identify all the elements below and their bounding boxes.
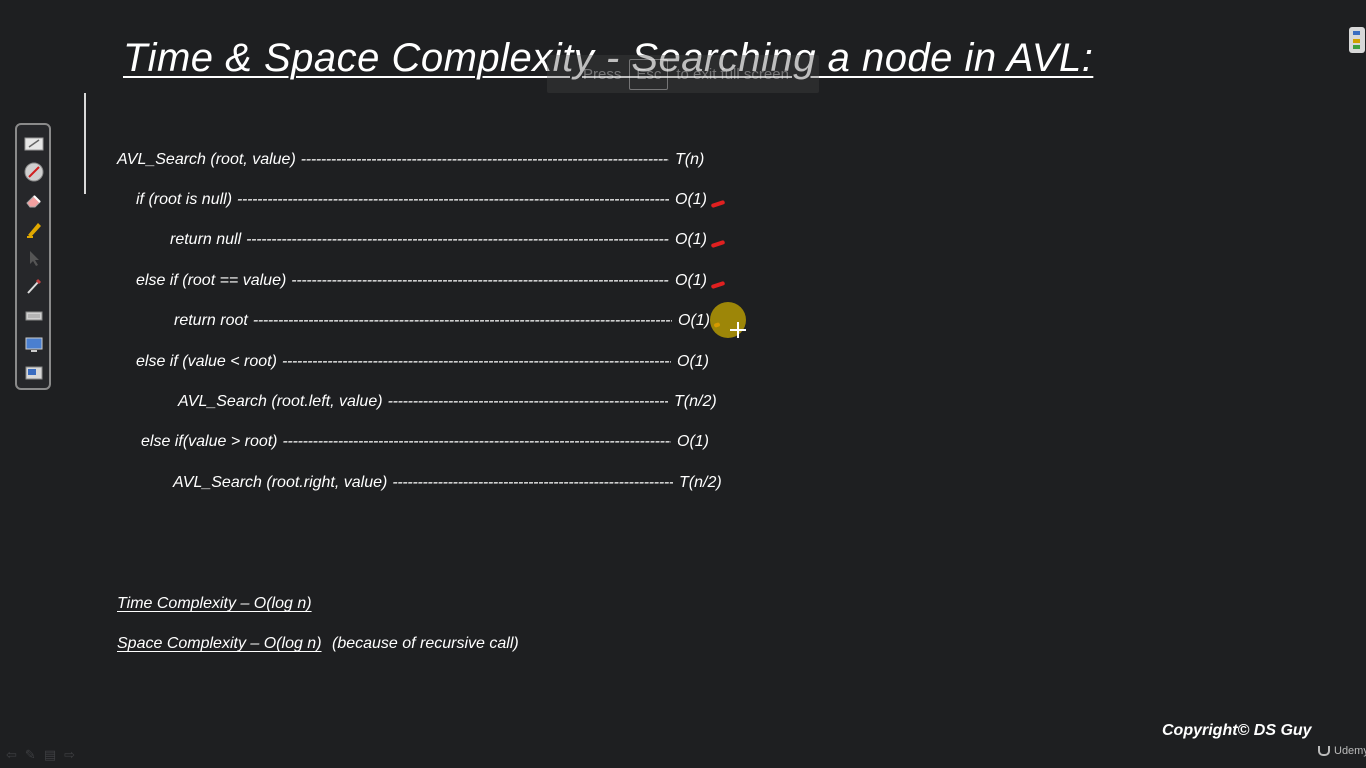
whiteboard-icon[interactable]: [23, 133, 45, 155]
pen-toolbar: [15, 123, 51, 390]
slide-title: Time & Space Complexity - Searching a no…: [123, 36, 1094, 80]
code-line: return null-----------------------------…: [170, 230, 669, 250]
space-complexity-text: Space Complexity – O(log n): [117, 635, 322, 652]
dash-leader: ----------------------------------------…: [291, 272, 669, 289]
complexity-label: O(1): [675, 191, 707, 208]
dash-leader: ----------------------------------------…: [387, 393, 668, 410]
code-line: return root-----------------------------…: [174, 311, 672, 331]
complexity-label: O(1): [677, 353, 709, 370]
pen-icon[interactable]: [23, 275, 45, 297]
complexity-label: O(1): [675, 272, 707, 289]
code-text: return null: [170, 231, 242, 248]
complexity-label: T(n): [675, 151, 705, 168]
code-text: AVL_Search (root, value): [117, 151, 296, 168]
code-line: AVL_Search (root.right, value)----------…: [173, 473, 673, 493]
ink-tick-mark: [710, 199, 726, 209]
complexity-label: O(1): [677, 433, 709, 450]
corner-widget-icon[interactable]: [1349, 27, 1365, 53]
copyright-text: Copyright© DS Guy: [1162, 722, 1312, 739]
dash-leader: ----------------------------------------…: [252, 312, 672, 329]
code-text: return root: [174, 312, 248, 329]
code-line: else if (root == value)-----------------…: [136, 271, 669, 291]
eraser-icon[interactable]: [23, 189, 45, 211]
code-text: else if(value > root): [141, 433, 278, 450]
code-text: AVL_Search (root.left, value): [178, 393, 383, 410]
space-complexity-note: (because of recursive call): [331, 635, 519, 652]
space-complexity-line: Space Complexity – O(log n) (because of …: [117, 634, 519, 654]
slide-nav-controls: ⇦ ✎ ▤ ⇨: [6, 747, 75, 763]
complexity-label: T(n/2): [679, 474, 722, 491]
dash-leader: ----------------------------------------…: [281, 353, 671, 370]
code-text: else if (value < root): [136, 353, 277, 370]
laser-pointer-icon[interactable]: [23, 161, 45, 183]
previous-slide-icon[interactable]: ⇦: [6, 747, 17, 762]
code-line: else if(value > root)-------------------…: [141, 432, 671, 452]
esc-hint-press: Press: [583, 65, 622, 83]
dash-leader: ----------------------------------------…: [237, 191, 669, 208]
fullscreen-exit-hint: Press Esc to exit full screen: [547, 55, 819, 93]
code-text: else if (root == value): [136, 272, 287, 289]
code-line: if (root is null)-----------------------…: [136, 190, 669, 210]
ink-tick-mark: [710, 239, 726, 249]
slides-nav-icon[interactable]: ▤: [43, 747, 57, 762]
time-complexity-text: Time Complexity – O(log n): [117, 595, 312, 612]
udemy-logo-icon: [1318, 746, 1330, 756]
udemy-brand: Udemy: [1334, 745, 1366, 757]
udemy-watermark: Udemy: [1318, 745, 1366, 757]
code-line: AVL_Search (root, value)----------------…: [117, 150, 669, 170]
dash-leader: ----------------------------------------…: [392, 474, 673, 491]
screen-icon[interactable]: [23, 334, 45, 356]
dash-leader: ----------------------------------------…: [246, 231, 669, 248]
esc-key: Esc: [629, 58, 669, 90]
highlighter-cursor: [710, 302, 746, 338]
dash-leader: ----------------------------------------…: [282, 433, 671, 450]
pen-nav-icon[interactable]: ✎: [24, 747, 36, 762]
ink-tick-mark: [710, 280, 726, 290]
esc-hint-text: to exit full screen: [676, 65, 789, 83]
code-line: AVL_Search (root.left, value)-----------…: [178, 392, 668, 412]
dash-leader: ----------------------------------------…: [300, 151, 669, 168]
highlighter-icon[interactable]: [23, 218, 45, 240]
keyboard-icon[interactable]: [23, 305, 45, 327]
divider-line: [84, 93, 86, 194]
code-text: AVL_Search (root.right, value): [173, 474, 388, 491]
complexity-label: T(n/2): [674, 393, 717, 410]
code-text: if (root is null): [136, 191, 233, 208]
code-line: else if (value < root)------------------…: [136, 352, 671, 372]
complexity-label: O(1): [678, 312, 710, 329]
next-slide-icon[interactable]: ⇨: [64, 747, 76, 762]
complexity-label: O(1): [675, 231, 707, 248]
display-switch-icon[interactable]: [23, 363, 45, 385]
crosshair-cursor-icon: [730, 322, 746, 338]
arrow-cursor-icon[interactable]: [23, 247, 45, 269]
